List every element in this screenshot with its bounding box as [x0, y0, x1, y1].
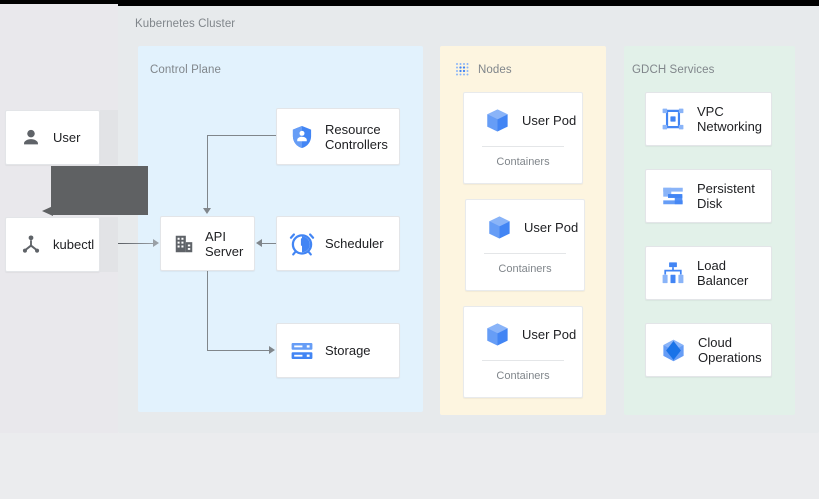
load-balancer-card-label: Load Balancer: [697, 258, 749, 288]
connector-resource-controllers-h: [207, 135, 277, 137]
cloud-operations-icon: [660, 337, 687, 364]
user-pod-label: User Pod: [522, 113, 577, 128]
connector-api-server-to-storage-h: [207, 350, 270, 352]
api-server-card[interactable]: API Server: [160, 216, 255, 271]
connector-resource-controllers-v: [207, 135, 209, 209]
nodes-title: Nodes: [478, 64, 512, 76]
pod-divider: [484, 253, 566, 254]
cloud-operations-card-label: Cloud Operations: [698, 335, 762, 365]
api-server-building-icon: [173, 233, 195, 255]
storage-card-label: Storage: [325, 343, 371, 358]
arrow-scheduler-to-api-server: [256, 239, 262, 247]
pod-containers-label: Containers: [496, 156, 550, 168]
pod-divider: [482, 146, 564, 147]
persistent-disk-icon: [660, 183, 686, 209]
pod-containers-label: Containers: [498, 263, 552, 275]
connector-scheduler-to-api-server: [262, 243, 277, 245]
top-bar-left: [0, 0, 118, 4]
scheduler-card-label: Scheduler: [325, 236, 384, 251]
user-card[interactable]: User: [5, 110, 100, 165]
load-balancer-icon: [660, 260, 686, 286]
pod-cube-icon: [484, 321, 511, 348]
scheduler-card[interactable]: Scheduler: [276, 216, 400, 271]
alarm-clock-icon: [289, 231, 315, 257]
arrow-api-server-to-storage: [269, 346, 275, 354]
resource-controllers-card-label: Resource Controllers: [325, 121, 388, 152]
shield-person-icon: [289, 124, 315, 150]
kubectl-icon: [20, 234, 42, 256]
user-card-stub: [100, 110, 118, 165]
load-balancer-card[interactable]: Load Balancer: [645, 246, 772, 300]
arrow-kubectl-to-api-server: [153, 239, 159, 247]
top-bar-right: [118, 0, 819, 6]
kubectl-card[interactable]: kubectl: [5, 217, 100, 272]
user-pod-header: User Pod: [464, 307, 582, 348]
storage-database-icon: [289, 338, 315, 364]
pod-cube-icon: [486, 214, 513, 241]
pod-divider: [482, 360, 564, 361]
kubectl-card-stub: [100, 217, 118, 272]
user-pod-label: User Pod: [524, 220, 579, 235]
user-pod-card[interactable]: User Pod Containers: [463, 92, 583, 184]
vpc-networking-card[interactable]: VPC Networking: [645, 92, 772, 146]
kubernetes-cluster-title: Kubernetes Cluster: [135, 18, 236, 30]
pod-cube-icon: [484, 107, 511, 134]
dotted-grid-icon: [455, 62, 471, 78]
persistent-disk-card-label: Persistent Disk: [697, 181, 755, 211]
user-pod-card[interactable]: User Pod Containers: [463, 306, 583, 398]
arrow-resource-controllers-to-api-server: [203, 208, 211, 214]
kubectl-card-label: kubectl: [53, 237, 95, 252]
connector-api-server-to-storage-v: [207, 271, 209, 351]
user-card-label: User: [53, 130, 81, 145]
storage-card[interactable]: Storage: [276, 323, 400, 378]
persistent-disk-card[interactable]: Persistent Disk: [645, 169, 772, 223]
connector-kubectl-to-api-server: [100, 243, 154, 245]
vpc-networking-card-label: VPC Networking: [697, 104, 763, 134]
pod-containers-label: Containers: [496, 370, 550, 382]
vpc-networking-icon: [660, 106, 686, 132]
user-pod-header: User Pod: [464, 93, 582, 134]
cloud-operations-card[interactable]: Cloud Operations: [645, 323, 772, 377]
resource-controllers-card[interactable]: Resource Controllers: [276, 108, 400, 165]
user-icon: [20, 127, 42, 149]
user-pod-header: User Pod: [466, 200, 584, 241]
tooltip-pointer: [42, 206, 53, 216]
user-pod-card[interactable]: User Pod Containers: [465, 199, 585, 291]
api-server-card-label: API Server: [205, 228, 244, 259]
tooltip-callout: [51, 166, 148, 215]
user-pod-label: User Pod: [522, 327, 577, 342]
gdch-services-title: GDCH Services: [632, 64, 715, 76]
control-plane-title: Control Plane: [150, 64, 221, 76]
